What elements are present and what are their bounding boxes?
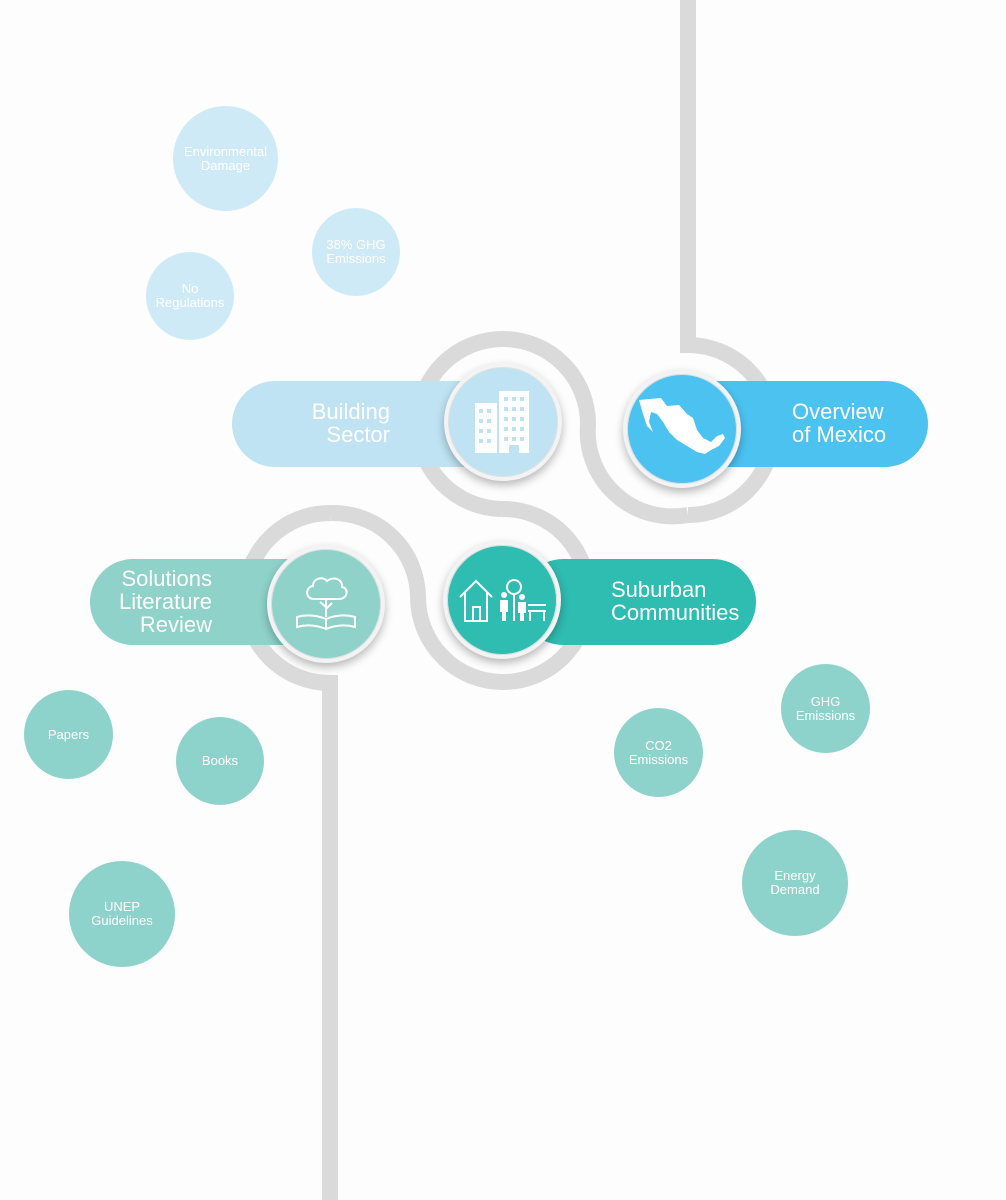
bubble-co2-emissions: CO2 Emissions [614, 708, 703, 797]
office-building-icon [475, 391, 529, 453]
mexico-map-icon [639, 398, 725, 454]
bubble-ghg-38: 38% GHG Emissions [312, 208, 400, 296]
house-family-icon [459, 579, 546, 622]
bubble-ghg-emissions: GHG Emissions [781, 664, 870, 753]
bubble-energy-demand: Energy Demand [742, 830, 848, 936]
building-sector-label: Building Sector [311, 399, 390, 447]
building-sector-badge[interactable] [444, 363, 562, 481]
suburban-communities-label: Suburban Communities [611, 577, 740, 625]
bubble-books: Books [176, 717, 264, 805]
open-book-tree-icon [296, 577, 356, 631]
bubble-environmental-damage: Environmental Damage [173, 106, 278, 211]
overview-mexico-label: Overview of Mexico [792, 399, 887, 447]
bubble-papers: Papers [24, 690, 113, 779]
overview-mexico-badge[interactable] [623, 370, 741, 488]
bubble-no-regulations: No Regulations [146, 252, 234, 340]
bubble-unep-guidelines: UNEP Guidelines [69, 861, 175, 967]
suburban-communities-badge[interactable] [443, 541, 561, 659]
solutions-review-label: Solutions Literature Review [119, 566, 212, 637]
solutions-review-badge[interactable] [267, 545, 385, 663]
